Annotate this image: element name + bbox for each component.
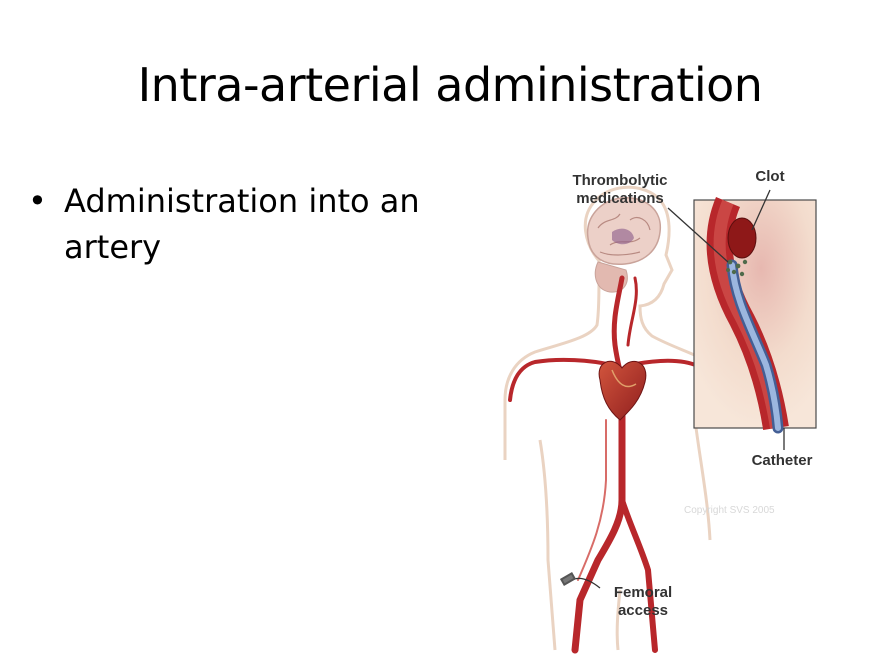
slide-title: Intra-arterial administration <box>137 58 763 112</box>
bullet-text: Administration into an artery <box>64 182 420 266</box>
label-catheter: Catheter <box>751 452 813 469</box>
bullet-dot-icon: • <box>28 182 47 220</box>
label-thrombolytic-medications: Thrombolytic medications <box>572 172 668 207</box>
heart-illustration <box>598 360 647 421</box>
copyright-watermark: Copyright SVS 2005 <box>684 505 775 516</box>
label-femoral-access: Femoral access <box>613 584 673 619</box>
bullet-item: • Administration into an artery <box>28 178 448 270</box>
inset-panel <box>693 196 817 434</box>
body-silhouette <box>503 185 712 651</box>
femoral-catheter <box>559 572 577 586</box>
label-clot: Clot <box>755 168 785 185</box>
bullet-list: • Administration into an artery <box>28 178 448 270</box>
